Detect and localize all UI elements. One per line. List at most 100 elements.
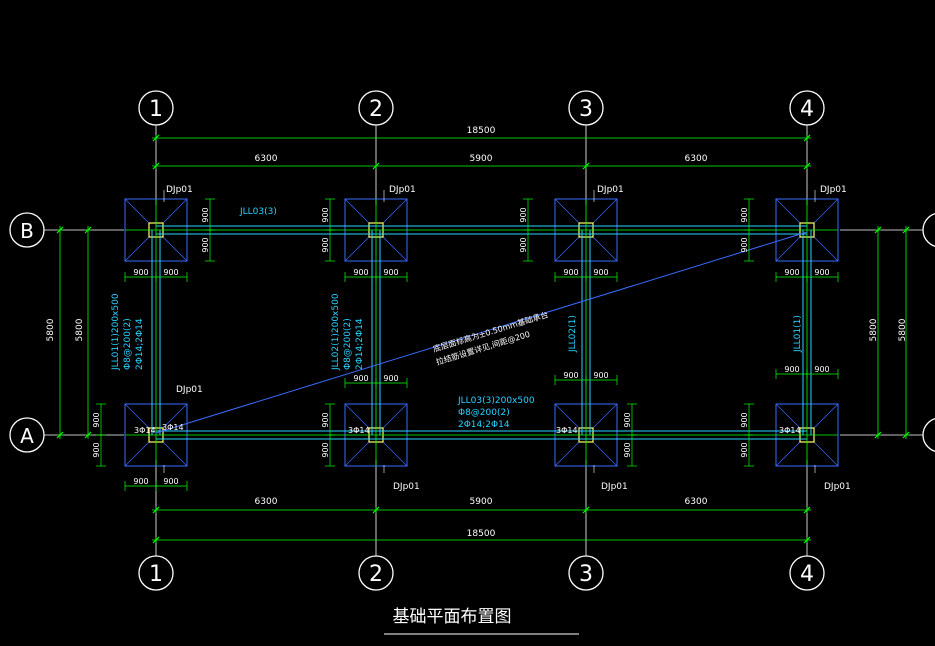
beam-label-v3: JLL02(1) <box>568 315 578 353</box>
rebar-labels: 3Φ14 3Φ14 3Φ14 3Φ14 3Φ14 <box>134 423 801 435</box>
small-dim-text: 900 <box>814 268 829 277</box>
dim-slash <box>582 506 590 514</box>
axis-bubble-label: 4 <box>800 562 814 587</box>
beams <box>125 199 838 466</box>
drawing-title: 基础平面布置图 <box>393 607 512 627</box>
rebar-label: 3Φ14 <box>134 426 156 435</box>
small-dim-text: 900 <box>321 412 330 427</box>
footing-label: DJp01 <box>166 185 193 195</box>
beam-label-bottom-3: 2Φ14;2Φ14 <box>458 420 510 430</box>
axis-bubble-label: 1 <box>149 97 163 122</box>
small-dim-text: 900 <box>593 268 608 277</box>
rebar-label: 3Φ14 <box>779 426 801 435</box>
diagonal-note: 底层面标高为±0.50mm基础承台 拉结筋设置详见,间距@200 <box>432 309 550 367</box>
small-dim-text: 900 <box>563 268 578 277</box>
small-dim-text: 900 <box>383 268 398 277</box>
beam-label-bottom-2: Φ8@200(2) <box>458 408 510 418</box>
dim-slash <box>152 134 160 142</box>
small-dim-text: 900 <box>623 442 632 457</box>
small-dim-text: 900 <box>519 237 528 252</box>
small-dim-text: 900 <box>163 477 178 486</box>
small-dim-text: 900 <box>133 268 148 277</box>
small-dim-text: 900 <box>92 442 101 457</box>
rebar-label: 3Φ14 <box>556 426 578 435</box>
beam-label-mid-2: Φ8@200(2) <box>343 318 353 370</box>
dim-slash <box>803 506 811 514</box>
small-dim-text: 900 <box>201 207 210 222</box>
small-dim-text: 900 <box>133 477 148 486</box>
small-dim-text: 900 <box>740 412 749 427</box>
rebar-label: 3Φ14 <box>162 423 184 432</box>
small-dim-text: 900 <box>321 442 330 457</box>
dim-slash <box>803 134 811 142</box>
axis-bubble-label: A <box>20 424 34 448</box>
dim-slash <box>152 162 160 170</box>
footing-label: DJp01 <box>389 185 416 195</box>
dim-span-bottom-3: 6300 <box>685 497 708 507</box>
footing-label: DJp01 <box>176 385 203 395</box>
dim-row-left-outer: 5800 <box>46 318 56 341</box>
footing-label: DJp01 <box>393 482 420 492</box>
rebar-label: 3Φ14 <box>348 426 370 435</box>
axis-bubble-label: B <box>20 219 34 243</box>
dim-slash <box>84 431 92 439</box>
axis-bubble-label: 1 <box>149 562 163 587</box>
dim-row-right-outer: 5800 <box>898 318 908 341</box>
beam-label-top: JLL03(3) <box>239 207 277 217</box>
dim-slash <box>803 536 811 544</box>
dim-slash <box>874 431 882 439</box>
axis-bubble-label: 4 <box>800 97 814 122</box>
small-dim-text: 900 <box>814 365 829 374</box>
beam-label-v4: JLL01(1) <box>793 315 803 353</box>
beam-annotations: JLL03(3) JLL03(3)200x500 Φ8@200(2) 2Φ14;… <box>111 207 803 430</box>
small-dim-text: 900 <box>784 268 799 277</box>
footing-label: DJp01 <box>824 482 851 492</box>
dim-row-right-inner: 5800 <box>869 318 879 341</box>
small-dim-text: 900 <box>201 237 210 252</box>
axis-bubbles: 1 2 3 4 1 2 3 4 B A <box>9 90 935 591</box>
dimension-lines: 900 900 900 900 900 900 900 900 900 900 900 900 900 9… <box>56 134 910 544</box>
small-dim-text: 900 <box>740 442 749 457</box>
small-dim-text: 900 <box>623 412 632 427</box>
dim-span-top-3: 6300 <box>685 154 708 164</box>
small-dim-text: 900 <box>353 268 368 277</box>
dim-slash <box>56 226 64 234</box>
dim-total-top: 18500 <box>467 126 496 136</box>
footing-label: DJp01 <box>601 482 628 492</box>
dim-span-bottom-2: 5900 <box>470 497 493 507</box>
dim-slash <box>152 506 160 514</box>
dim-slash <box>902 226 910 234</box>
axis-bubble-label: 2 <box>369 562 383 587</box>
small-dim-text: 900 <box>740 237 749 252</box>
dim-slash <box>372 506 380 514</box>
dim-span-top-2: 5900 <box>470 154 493 164</box>
dim-slash <box>874 226 882 234</box>
dim-slash <box>56 431 64 439</box>
small-dim-text: 900 <box>563 371 578 380</box>
dim-total-bottom: 18500 <box>467 529 496 539</box>
dim-span-top-1: 6300 <box>255 154 278 164</box>
beam-label-mid-3: 2Φ14;2Φ14 <box>355 318 365 370</box>
small-dim-text: 900 <box>740 207 749 222</box>
dim-slash <box>803 162 811 170</box>
small-dim-text: 900 <box>383 374 398 383</box>
small-dim-text: 900 <box>519 207 528 222</box>
dim-span-bottom-1: 6300 <box>255 497 278 507</box>
small-dim-text: 900 <box>784 365 799 374</box>
footing-labels: DJp01 DJp01 DJp01 DJp01 DJp01 DJp01 DJp0… <box>166 185 851 492</box>
axis-bubble-label: 2 <box>369 97 383 122</box>
dim-slash <box>152 536 160 544</box>
dim-slash <box>902 431 910 439</box>
small-dim-text: 900 <box>321 207 330 222</box>
dim-slash <box>84 226 92 234</box>
beam-label-left-1: JLL01(1)200x500 <box>111 293 121 371</box>
small-dim-text: 900 <box>593 371 608 380</box>
footing-label: DJp01 <box>597 185 624 195</box>
axis-bubble-label: 3 <box>579 97 593 122</box>
small-dim-text: 900 <box>353 374 368 383</box>
beam-label-left-2: Φ8@200(2) <box>123 318 133 370</box>
dimension-texts: 18500 6300 5900 6300 6300 5900 6300 1850… <box>46 126 908 539</box>
small-dim-text: 900 <box>321 237 330 252</box>
axis-bubble-label: 3 <box>579 562 593 587</box>
